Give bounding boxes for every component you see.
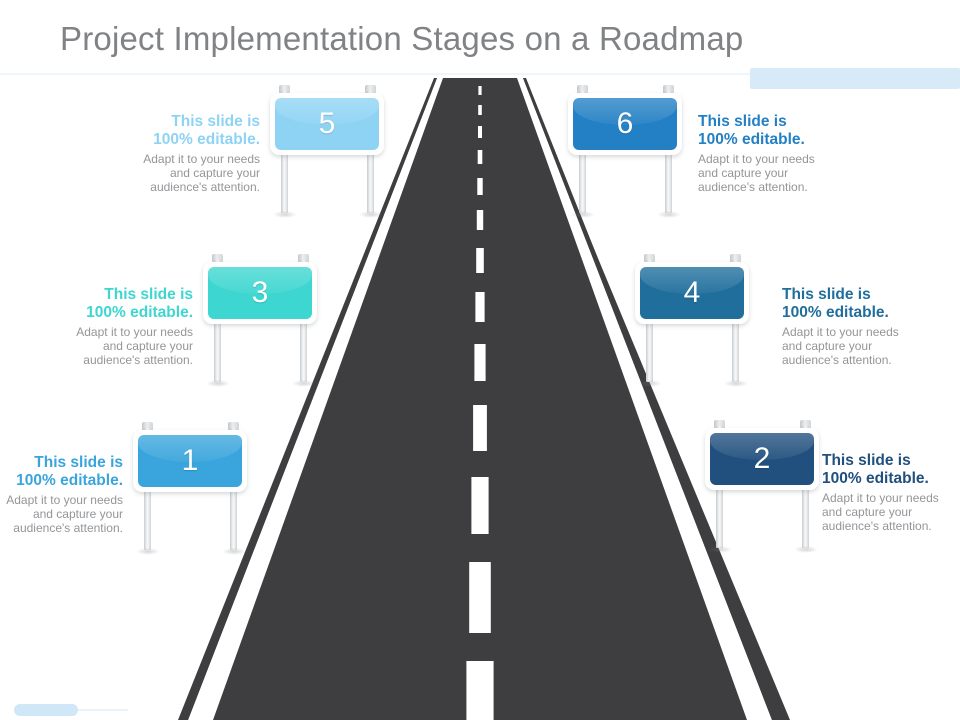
- sign-6[interactable]: 6: [563, 85, 688, 220]
- post-shadow-right: [222, 548, 246, 555]
- post-shadow-right: [292, 380, 316, 387]
- caption-5: This slide is 100% editable. Adapt it to…: [115, 113, 260, 194]
- caption-4-body-line1: Adapt it to your needs: [782, 324, 899, 339]
- road-border-left: [178, 78, 437, 720]
- caption-5-body-line2: and capture your: [169, 165, 260, 180]
- road-edge-line-right: [517, 78, 772, 720]
- caption-1: This slide is 100% editable. Adapt it to…: [0, 454, 123, 535]
- caption-3-headline-line1: This slide is: [104, 286, 193, 303]
- sign-group-4[interactable]: 4 This slide is 100% editable. Adapt it …: [630, 254, 899, 389]
- road-edge-line-left: [188, 78, 443, 720]
- sign-group-2[interactable]: 2 This slide is 100% editable. Adapt it …: [700, 420, 939, 555]
- page-title: Project Implementation Stages on a Roadm…: [60, 20, 744, 57]
- board-number-6: 6: [616, 107, 634, 140]
- caption-6-body-line1: Adapt it to your needs: [698, 151, 815, 166]
- board-frame-3: 3: [203, 262, 317, 324]
- caption-6-headline-line2: 100% editable.: [698, 131, 805, 149]
- caption-6: This slide is 100% editable. Adapt it to…: [698, 113, 848, 194]
- post-shadow-left: [571, 211, 595, 218]
- board-frame-4: 4: [635, 262, 749, 324]
- caption-4-headline-line1: This slide is: [782, 286, 871, 303]
- board-3[interactable]: 3: [208, 267, 312, 319]
- footer-accent-line: [78, 709, 128, 711]
- caption-1-body-line3: audience's attention.: [13, 520, 123, 535]
- caption-1-headline-line2: 100% editable.: [16, 472, 123, 490]
- board-number-2: 2: [753, 442, 771, 475]
- caption-4: This slide is 100% editable. Adapt it to…: [782, 286, 932, 367]
- road-center-dashes: [466, 86, 494, 720]
- post-shadow-right: [724, 380, 748, 387]
- caption-2-body-line2: and capture your: [822, 504, 913, 519]
- post-shadow-left: [136, 548, 160, 555]
- post-shadow-left: [206, 380, 230, 387]
- board-6[interactable]: 6: [573, 98, 677, 150]
- caption-2: This slide is 100% editable. Adapt it to…: [822, 452, 960, 533]
- road-illustration: [0, 78, 960, 720]
- caption-3-body-line2: and capture your: [102, 338, 193, 353]
- board-4[interactable]: 4: [640, 267, 744, 319]
- post-shadow-left: [638, 380, 662, 387]
- caption-6-body-line3: audience's attention.: [698, 179, 808, 194]
- caption-3-body-line1: Adapt it to your needs: [76, 324, 193, 339]
- footer-accent-bar: [14, 704, 78, 716]
- board-number-1: 1: [181, 444, 199, 477]
- post-shadow-right: [657, 211, 681, 218]
- sign-3[interactable]: 3: [198, 254, 323, 389]
- board-frame-5: 5: [270, 93, 384, 155]
- header-divider: [0, 73, 960, 75]
- caption-3: This slide is 100% editable. Adapt it to…: [48, 286, 193, 367]
- sign-5[interactable]: 5: [265, 85, 390, 220]
- caption-1-headline-line1: This slide is: [34, 454, 123, 471]
- caption-5-headline-line2: 100% editable.: [153, 131, 260, 149]
- board-number-3: 3: [251, 276, 269, 309]
- caption-4-body-line2: and capture your: [782, 338, 873, 353]
- caption-6-headline-line1: This slide is: [698, 113, 787, 130]
- caption-5-body-line3: audience's attention.: [150, 179, 260, 194]
- board-frame-1: 1: [133, 430, 247, 492]
- caption-3-headline-line2: 100% editable.: [86, 304, 193, 322]
- caption-2-headline-line1: This slide is: [822, 452, 911, 469]
- board-2[interactable]: 2: [710, 433, 814, 485]
- post-shadow-left: [273, 211, 297, 218]
- header-accent-bar: [750, 68, 960, 89]
- caption-4-headline-line2: 100% editable.: [782, 304, 889, 322]
- road-surface: [185, 78, 790, 720]
- caption-5-body-line1: Adapt it to your needs: [143, 151, 260, 166]
- caption-4-body-line3: audience's attention.: [782, 352, 892, 367]
- post-shadow-left: [708, 546, 732, 553]
- caption-6-body-line2: and capture your: [698, 165, 789, 180]
- caption-2-headline-line2: 100% editable.: [822, 470, 929, 488]
- caption-1-body-line1: Adapt it to your needs: [6, 492, 123, 507]
- caption-3-body-line3: audience's attention.: [83, 352, 193, 367]
- sign-1[interactable]: 1: [128, 422, 253, 557]
- board-number-4: 4: [683, 276, 701, 309]
- post-shadow-right: [794, 546, 818, 553]
- caption-5-headline-line1: This slide is: [171, 113, 260, 130]
- sign-group-6[interactable]: 6 This slide is 100% editable. Adapt it …: [563, 85, 815, 220]
- sign-group-1[interactable]: 1 This slide is 100% editable. Adapt it …: [6, 422, 253, 557]
- caption-2-body-line3: audience's attention.: [822, 518, 932, 533]
- caption-2-body-line1: Adapt it to your needs: [822, 490, 939, 505]
- board-1[interactable]: 1: [138, 435, 242, 487]
- board-frame-6: 6: [568, 93, 682, 155]
- board-frame-2: 2: [705, 428, 819, 490]
- sign-2[interactable]: 2: [700, 420, 825, 555]
- post-shadow-right: [359, 211, 383, 218]
- sign-group-5[interactable]: 5 This slide is 100% editable. Adapt it …: [143, 85, 390, 220]
- board-number-5: 5: [318, 107, 336, 140]
- caption-1-body-line2: and capture your: [32, 506, 123, 521]
- board-5[interactable]: 5: [275, 98, 379, 150]
- sign-group-3[interactable]: 3 This slide is 100% editable. Adapt it …: [76, 254, 323, 389]
- road-border-right: [523, 78, 782, 720]
- sign-4[interactable]: 4: [630, 254, 755, 389]
